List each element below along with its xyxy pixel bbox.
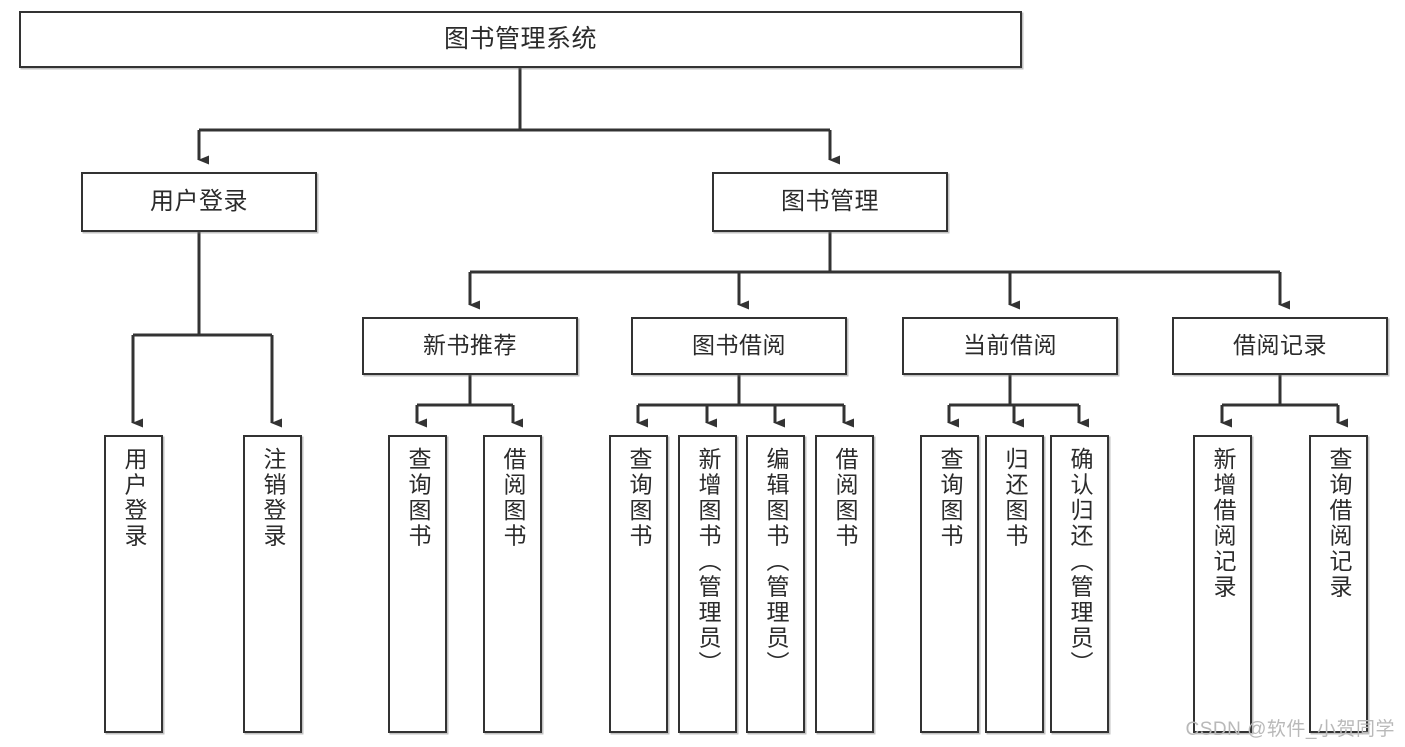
node-label: 借阅记录 (1233, 332, 1327, 359)
leaf-edit-book-admin[interactable]: 编辑图书（管理员） (746, 435, 805, 733)
node-book-borrow[interactable]: 图书借阅 (631, 317, 847, 375)
node-label: 用户登录 (150, 187, 248, 215)
leaf-query-book-borrow[interactable]: 查询图书 (609, 435, 668, 733)
node-label: 查询图书 (626, 447, 652, 549)
leaf-user-login[interactable]: 用户登录 (104, 435, 163, 733)
leaf-query-borrow-record[interactable]: 查询借阅记录 (1309, 435, 1368, 733)
node-label: 借阅图书 (832, 447, 858, 549)
node-label: 查询图书 (405, 447, 431, 549)
node-label: 图书管理系统 (443, 24, 597, 53)
node-borrow-record[interactable]: 借阅记录 (1172, 317, 1388, 375)
node-label: 当前借阅 (963, 332, 1057, 359)
node-label: 查询图书 (937, 447, 963, 549)
node-label: 用户登录 (121, 447, 147, 549)
node-label: 注销登录 (260, 447, 286, 549)
leaf-query-book-current[interactable]: 查询图书 (920, 435, 979, 733)
node-label: 图书管理 (781, 187, 879, 215)
watermark: CSDN @软件_小贺同学 (1185, 719, 1395, 740)
node-new-book-recommend[interactable]: 新书推荐 (362, 317, 578, 375)
node-book-management[interactable]: 图书管理 (712, 172, 948, 232)
node-label: 新增图书（管理员） (695, 447, 721, 677)
leaf-confirm-return-admin[interactable]: 确认归还（管理员） (1050, 435, 1109, 733)
leaf-query-book-recommend[interactable]: 查询图书 (388, 435, 447, 733)
leaf-borrow-book[interactable]: 借阅图书 (815, 435, 874, 733)
node-label: 新增借阅记录 (1210, 447, 1236, 600)
leaf-add-borrow-record[interactable]: 新增借阅记录 (1193, 435, 1252, 733)
node-label: 图书借阅 (692, 332, 786, 359)
node-user-login[interactable]: 用户登录 (81, 172, 317, 232)
node-label: 借阅图书 (500, 447, 526, 549)
leaf-add-book-admin[interactable]: 新增图书（管理员） (678, 435, 737, 733)
node-label: 归还图书 (1002, 447, 1028, 549)
leaf-logout-login[interactable]: 注销登录 (243, 435, 302, 733)
leaf-borrow-book-recommend[interactable]: 借阅图书 (483, 435, 542, 733)
node-label: 编辑图书（管理员） (763, 447, 789, 677)
node-label: 新书推荐 (423, 332, 517, 359)
leaf-return-book[interactable]: 归还图书 (985, 435, 1044, 733)
node-label: 确认归还（管理员） (1067, 447, 1093, 677)
node-current-borrow[interactable]: 当前借阅 (902, 317, 1118, 375)
node-root-book-management-system[interactable]: 图书管理系统 (19, 11, 1022, 68)
node-label: 查询借阅记录 (1326, 447, 1352, 600)
